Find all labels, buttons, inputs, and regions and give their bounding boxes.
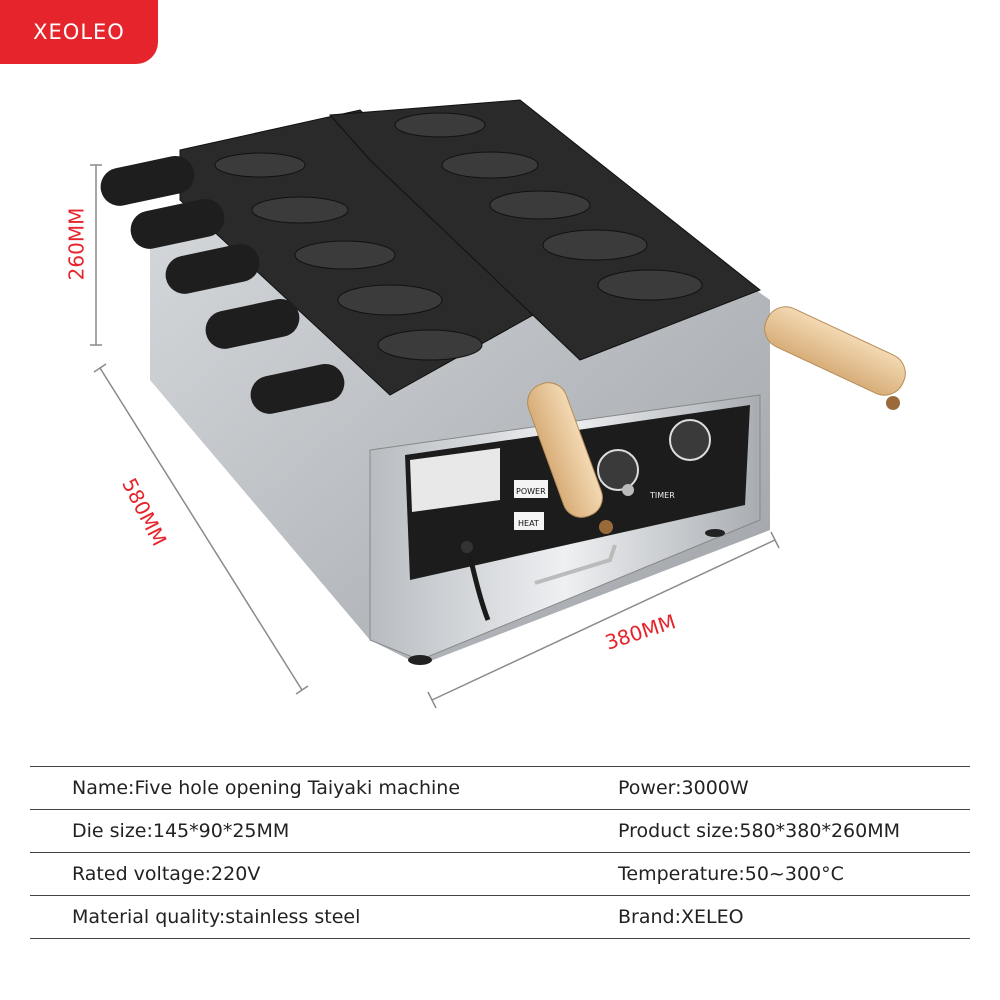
dimension-lines: [90, 164, 780, 709]
wooden-handles: [527, 306, 906, 518]
spec-product-size: Product size:580*380*260MM: [618, 820, 901, 842]
specs-table: Name:Five hole opening Taiyaki machine P…: [30, 766, 970, 939]
spec-row: Die size:145*90*25MM Product size:580*38…: [30, 809, 970, 852]
spec-row: Name:Five hole opening Taiyaki machine P…: [30, 766, 970, 809]
spec-material: Material quality:stainless steel: [72, 906, 361, 928]
spec-row: Material quality:stainless steel Brand:X…: [30, 895, 970, 939]
brand-logo: XEOLEO: [0, 0, 158, 64]
brand-logo-text: XEOLEO: [33, 20, 125, 44]
mold-plates: [179, 99, 761, 396]
product-photo: [90, 99, 906, 709]
spec-brand: Brand:XELEO: [618, 906, 744, 928]
spec-temperature: Temperature:50~300°C: [618, 863, 844, 885]
spec-die-size: Die size:145*90*25MM: [72, 820, 290, 842]
spec-power: Power:3000W: [618, 777, 749, 799]
dimension-height-label: 260MM: [64, 207, 89, 281]
spec-name: Name:Five hole opening Taiyaki machine: [72, 777, 461, 799]
spec-row: Rated voltage:220V Temperature:50~300°C: [30, 852, 970, 895]
spec-rated-voltage: Rated voltage:220V: [72, 863, 261, 885]
black-handles: [100, 155, 345, 414]
